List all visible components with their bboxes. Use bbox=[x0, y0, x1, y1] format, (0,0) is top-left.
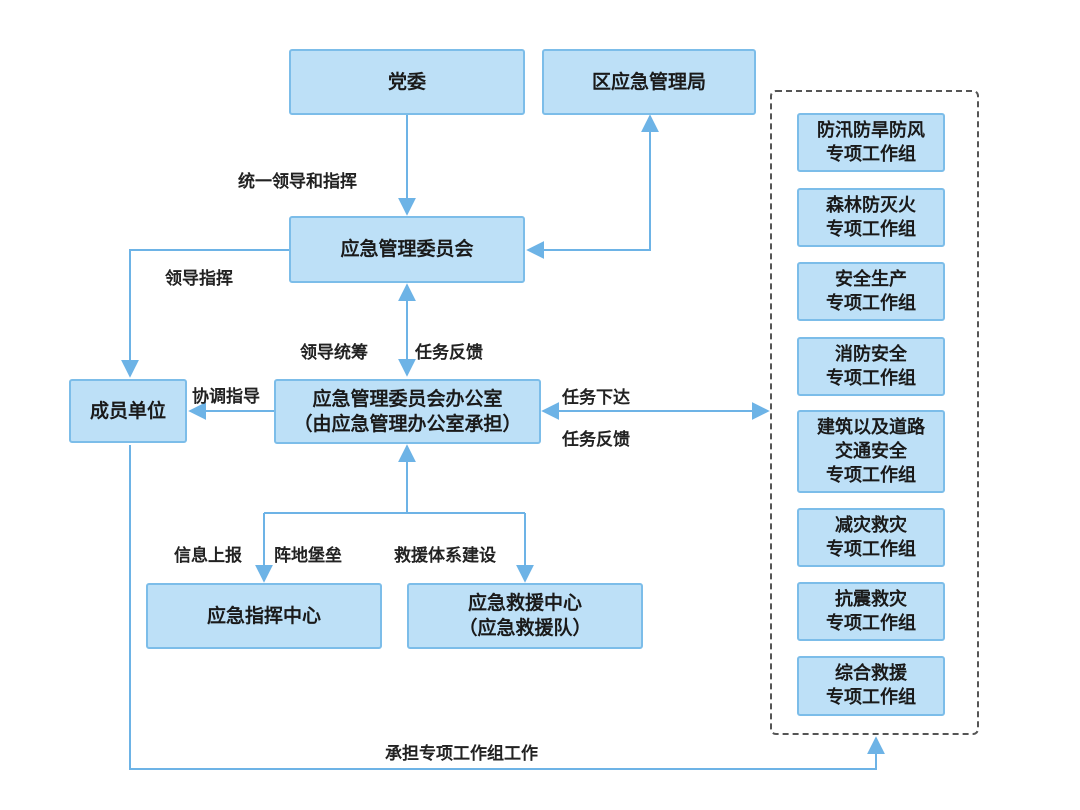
district-emergency-bureau-box: 区应急管理局 bbox=[542, 49, 756, 115]
working-group-box: 抗震救灾 专项工作组 bbox=[797, 582, 945, 641]
emergency-committee-label: 应急管理委员会 bbox=[340, 238, 474, 260]
committee-office-box: 应急管理委员会办公室 （由应急管理办公室承担） bbox=[274, 379, 541, 444]
committee-office-line2: （由应急管理办公室承担） bbox=[293, 412, 522, 435]
district-emergency-bureau-label: 区应急管理局 bbox=[591, 70, 706, 93]
working-group-box: 减灾救灾 专项工作组 bbox=[797, 508, 945, 567]
label-coordinate-guide: 协调指导 bbox=[192, 387, 260, 407]
working-group-line1: 消防安全 bbox=[835, 343, 907, 365]
label-rescue-system: 救援体系建设 bbox=[394, 546, 496, 566]
working-group-line1: 安全生产 bbox=[835, 268, 907, 290]
working-group-line1: 综合救援 bbox=[835, 663, 907, 684]
working-group-line1: 森林防灭火 bbox=[826, 194, 916, 216]
emergency-committee-box: 应急管理委员会 bbox=[289, 216, 525, 283]
working-group-line2: 专项工作组 bbox=[826, 687, 916, 708]
command-center-box: 应急指挥中心 bbox=[146, 583, 382, 649]
working-group-line2: 专项工作组 bbox=[826, 143, 916, 165]
command-center-label: 应急指挥中心 bbox=[206, 604, 321, 627]
party-committee-label: 党委 bbox=[387, 70, 426, 93]
rescue-center-line2: （应急救援队） bbox=[458, 617, 592, 639]
member-units-box: 成员单位 bbox=[69, 379, 187, 443]
label-leadership-coordination: 领导统筹 bbox=[300, 343, 368, 363]
working-group-line2: 交通安全 bbox=[835, 440, 907, 462]
arrow-members-to-groups bbox=[129, 445, 885, 770]
label-undertake-groups: 承担专项工作组工作 bbox=[385, 744, 538, 764]
working-group-line1: 建筑以及道路 bbox=[817, 416, 925, 438]
working-group-line1: 抗震救灾 bbox=[835, 588, 907, 610]
working-group-line1: 减灾救灾 bbox=[835, 514, 907, 536]
label-task-feedback-right: 任务反馈 bbox=[562, 430, 630, 450]
committee-office-line1: 应急管理委员会办公室 bbox=[312, 387, 503, 410]
label-unified-leadership: 统一领导和指挥 bbox=[238, 172, 357, 192]
label-info-report: 信息上报 bbox=[174, 546, 242, 566]
label-position-bastion: 阵地堡垒 bbox=[274, 546, 342, 566]
working-group-line2: 专项工作组 bbox=[826, 538, 916, 560]
working-group-box: 森林防灭火 专项工作组 bbox=[797, 188, 945, 247]
working-group-box: 综合救援 专项工作组 bbox=[797, 656, 945, 716]
working-group-line2: 专项工作组 bbox=[826, 612, 916, 634]
working-group-box: 安全生产 专项工作组 bbox=[797, 262, 945, 321]
working-groups-container bbox=[770, 90, 979, 735]
party-committee-box: 党委 bbox=[289, 49, 525, 115]
working-group-line2: 专项工作组 bbox=[826, 292, 916, 314]
label-leadership-command: 领导指挥 bbox=[165, 269, 233, 289]
arrow-committee-to-members bbox=[121, 249, 290, 378]
working-group-line2: 专项工作组 bbox=[826, 218, 916, 240]
rescue-center-box: 应急救援中心 （应急救援队） bbox=[407, 583, 643, 649]
working-group-box: 防汛防旱防风 专项工作组 bbox=[797, 113, 945, 172]
working-group-line3: 专项工作组 bbox=[826, 464, 916, 486]
rescue-center-line1: 应急救援中心 bbox=[467, 592, 582, 614]
working-group-line1: 防汛防旱防风 bbox=[817, 119, 925, 141]
arrow-bureau-committee bbox=[526, 114, 659, 259]
working-group-box: 建筑以及道路 交通安全 专项工作组 bbox=[797, 410, 945, 493]
member-units-label: 成员单位 bbox=[89, 399, 166, 422]
working-group-box: 消防安全 专项工作组 bbox=[797, 337, 945, 396]
working-group-line2: 专项工作组 bbox=[826, 367, 916, 389]
label-task-feedback-up: 任务反馈 bbox=[415, 343, 483, 363]
label-task-dispatch: 任务下达 bbox=[562, 388, 630, 408]
